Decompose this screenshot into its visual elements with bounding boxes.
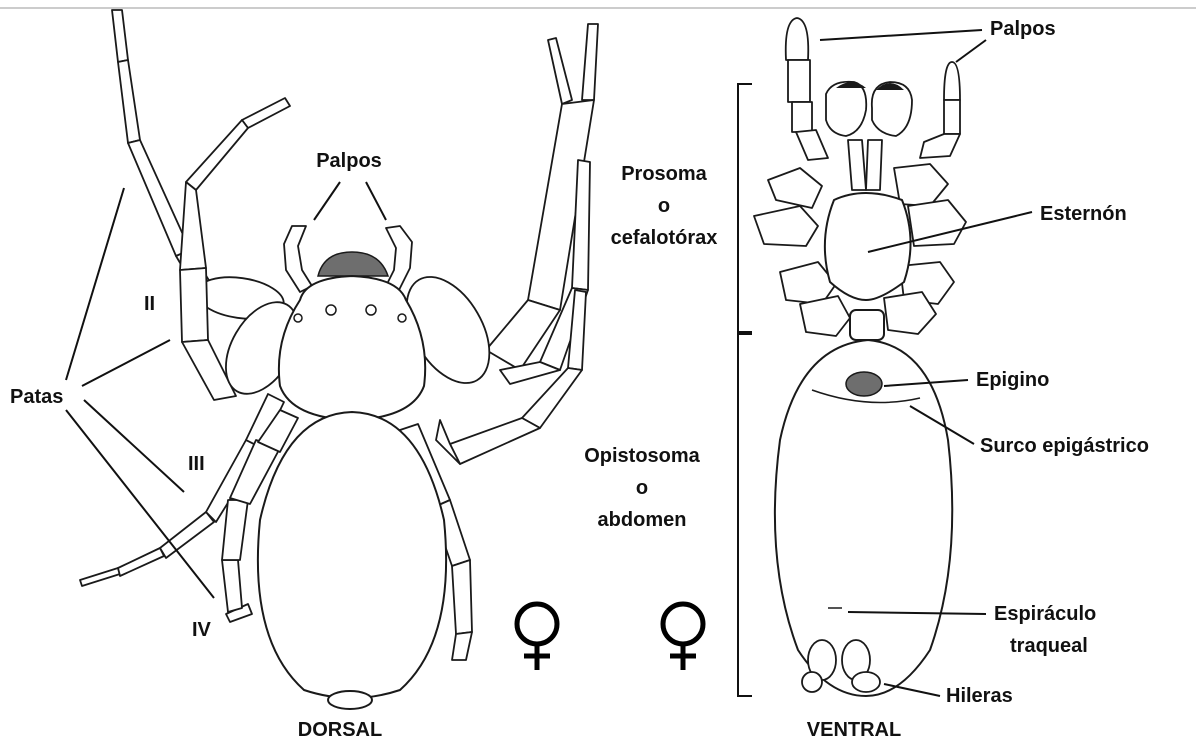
dorsal-cephalothorax: [279, 276, 425, 420]
label-hileras: Hileras: [946, 685, 1013, 707]
label-esternon: Esternón: [1040, 203, 1127, 225]
ventral-sternum: [825, 193, 911, 300]
label-leg-iii: III: [188, 453, 205, 475]
dorsal-spider: [80, 10, 598, 709]
label-dorsal: DORSAL: [298, 719, 382, 741]
female-symbol-dorsal: [517, 604, 557, 670]
label-patas: Patas: [10, 386, 63, 408]
label-prosoma-3: cefalotórax: [611, 227, 718, 249]
female-symbol-ventral: [663, 604, 703, 670]
leader-hileras: [884, 684, 940, 696]
label-palpos-dorsal: Palpos: [316, 150, 382, 172]
label-leg-ii: II: [144, 293, 155, 315]
label-opistosoma-3: abdomen: [598, 509, 687, 531]
ventral-palps: [786, 18, 960, 160]
leader-palpos-ventral-right: [956, 40, 986, 62]
label-palpos-ventral: Palpos: [990, 18, 1056, 40]
label-leg-iv: IV: [192, 619, 212, 641]
dorsal-chelicerae: [318, 252, 388, 276]
label-espiraculo-1: Espiráculo: [994, 603, 1096, 625]
label-ventral: VENTRAL: [807, 719, 901, 741]
dorsal-spinnerets: [328, 691, 372, 709]
dorsal-abdomen: [258, 412, 446, 698]
label-opistosoma-1: Opistosoma: [584, 445, 700, 467]
ventral-epigynum: [846, 372, 882, 396]
label-espiraculo-2: traqueal: [1010, 635, 1088, 657]
leader-patas-ii: [82, 340, 170, 386]
leader-palpos-dorsal-left: [314, 182, 340, 220]
leader-patas-i: [66, 188, 124, 380]
bracket-prosoma: [738, 84, 752, 332]
leader-palpos-ventral-left: [820, 30, 982, 40]
ventral-pedicel: [850, 310, 884, 340]
leader-patas-iv: [66, 410, 214, 598]
leader-patas-iii: [84, 400, 184, 492]
ventral-spider: [754, 18, 966, 696]
label-prosoma-1: Prosoma: [621, 163, 707, 185]
bracket-opistosoma: [738, 334, 752, 696]
leader-palpos-dorsal-right: [366, 182, 386, 220]
label-epigino: Epigino: [976, 369, 1049, 391]
label-opistosoma-2: o: [636, 477, 648, 499]
label-surco: Surco epigástrico: [980, 435, 1149, 457]
label-prosoma-2: o: [658, 195, 670, 217]
